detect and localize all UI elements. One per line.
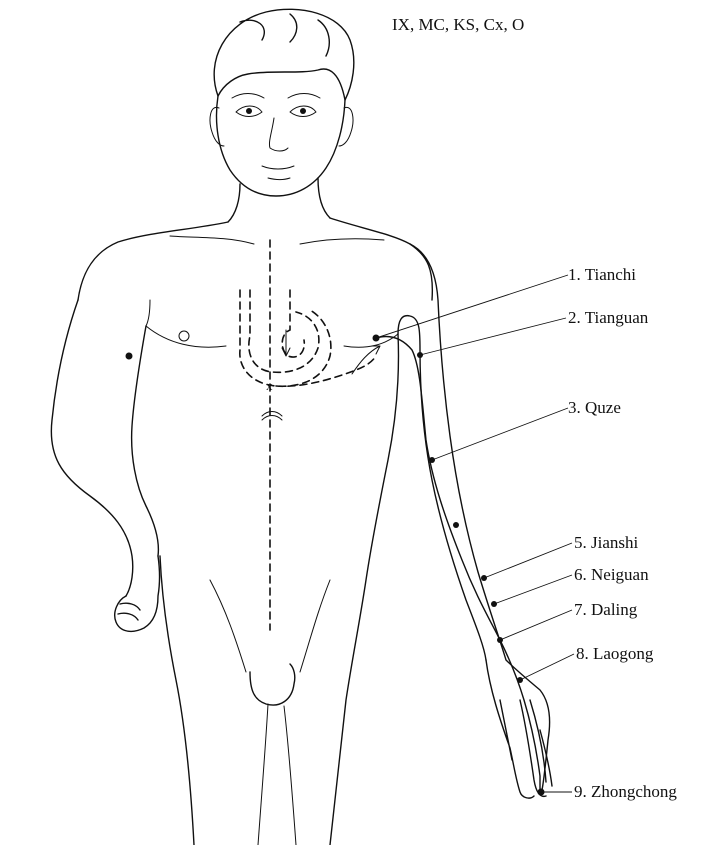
- nose: [269, 118, 288, 151]
- face-outline: [217, 96, 346, 196]
- acupoint-labels: 1. Tianchi 2. Tianguan 3. Quze 5. Jiansh…: [568, 265, 677, 801]
- sternum-mark: [262, 416, 282, 421]
- point-label-tianchi: 1. Tianchi: [568, 265, 636, 284]
- point-label-daling: 7. Daling: [574, 600, 638, 619]
- heart-loop-path: [249, 290, 319, 372]
- leader-7: [500, 610, 572, 640]
- leader-6: [494, 575, 572, 604]
- acupoint-markers: [373, 335, 545, 796]
- torso-right-side: [330, 334, 399, 845]
- right-chest-dot: [126, 353, 133, 360]
- meridian-code-header: IX, MC, KS, Cx, O: [392, 15, 524, 34]
- left-arm-outer: [51, 300, 132, 596]
- hair: [214, 9, 354, 100]
- right-pupil: [300, 108, 306, 114]
- clavicles: [170, 236, 384, 244]
- right-ear: [339, 107, 353, 146]
- flow-arrow-chest: [352, 346, 380, 374]
- chin-line: [268, 178, 290, 180]
- left-pupil: [246, 108, 252, 114]
- point-4-marker: [453, 522, 459, 528]
- pelvis-detail: [250, 664, 295, 705]
- leader-8: [520, 654, 574, 680]
- left-arm-inner: [132, 326, 159, 556]
- left-nipple: [179, 331, 189, 341]
- meridian-path-arm: [376, 337, 540, 793]
- left-hand: [115, 556, 160, 631]
- torso-outline: [78, 218, 432, 300]
- pectoral-lines: [146, 300, 398, 347]
- leader-2: [420, 318, 566, 355]
- crossing-mark: x: [266, 378, 273, 393]
- torso-left-side: [160, 556, 194, 845]
- point-label-quze: 3. Quze: [568, 398, 621, 417]
- right-arm-outer: [410, 244, 550, 790]
- left-eyebrow: [232, 94, 264, 99]
- point-label-neiguan: 6. Neiguan: [574, 565, 649, 584]
- leader-1: [376, 275, 568, 338]
- point-label-jianshi: 5. Jianshi: [574, 533, 639, 552]
- leader-5: [484, 543, 572, 578]
- label-leader-lines: [376, 275, 574, 792]
- right-eyebrow: [288, 94, 320, 99]
- leader-3: [432, 408, 568, 460]
- human-figure-illustration: [51, 9, 552, 845]
- meridian-path-torso: x: [240, 240, 380, 630]
- point-label-tianguan: 2. Tianguan: [568, 308, 649, 327]
- legs-split: [258, 704, 296, 845]
- point-label-zhongchong: 9. Zhongchong: [574, 782, 677, 801]
- point-label-laogong: 8. Laogong: [576, 644, 654, 663]
- mouth: [262, 166, 294, 169]
- flow-arrow-heart: [282, 330, 290, 356]
